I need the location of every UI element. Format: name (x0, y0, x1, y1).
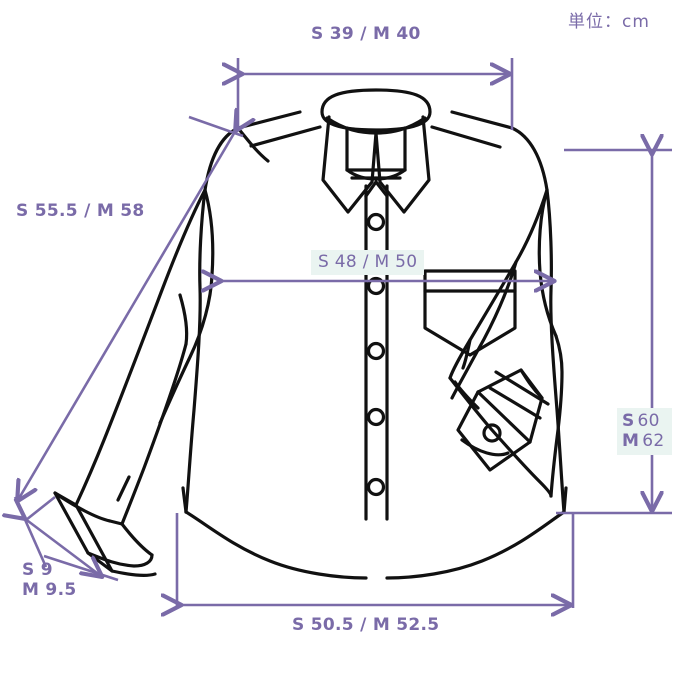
sleeve-length-label: S 55.5 / M 58 (16, 201, 145, 221)
right-yoke-line (430, 125, 502, 149)
button-1 (366, 212, 386, 232)
button-4 (366, 407, 386, 427)
cuff-width-label: S 9 M 9.5 (22, 560, 76, 600)
cuff-tick-a (43, 554, 119, 582)
left-underarm (178, 293, 189, 346)
right-armhole (537, 188, 558, 338)
left-cuff-placket-tick (116, 475, 131, 502)
neck-inner-rect (345, 126, 407, 172)
body-length-s-value: 60 (637, 411, 660, 431)
right-shoulder-line (450, 110, 514, 130)
right-cuff-placket-a (494, 370, 550, 406)
cuff-width-line-s: S 9 (22, 560, 53, 580)
right-cuff-inner-curve (460, 438, 510, 457)
cuff-tick-b (25, 495, 56, 522)
measurement-lines-group (15, 58, 672, 608)
right-sleeve-fold-top (448, 188, 549, 380)
right-cuff-placket-b (488, 386, 542, 420)
body-length-s-prefix: S (622, 411, 635, 431)
right-cuff-top-edge (519, 368, 544, 400)
placket-v-right (374, 180, 389, 198)
collar-leaf-right (374, 115, 431, 214)
right-cuff-button (482, 423, 502, 443)
shirt-outline-group (53, 88, 568, 580)
right-sleeve-outer (549, 334, 564, 498)
button-5 (366, 477, 386, 497)
placket-v-left (364, 180, 378, 198)
body-length-m-prefix: M (622, 431, 640, 452)
hem-width-label: S 50.5 / M 52.5 (292, 615, 440, 635)
shoulder-width-label: S 39 / M 40 (311, 24, 421, 44)
hem-right (385, 510, 566, 580)
right-hem-corner (562, 486, 568, 514)
sleeve-top-tick (188, 115, 244, 138)
cuff-dimension-arrow (24, 518, 101, 576)
hem-left (184, 510, 368, 580)
right-cuff-fold-line (476, 390, 532, 444)
unit-note: 単位：cm (568, 12, 650, 32)
left-armhole (158, 188, 215, 425)
left-body-side (184, 126, 240, 514)
right-sleeve-crease-b (453, 380, 480, 410)
left-shoulder-line (236, 110, 302, 130)
left-hem-corner (181, 486, 188, 514)
left-cuff-right (120, 522, 154, 557)
body-length-m-value: 62 (642, 431, 665, 452)
left-cuff-edge (110, 569, 157, 578)
button-3 (366, 341, 386, 361)
sleeve-dimension-arrow (18, 130, 236, 500)
chest-width-label: S 48 / M 50 (311, 250, 425, 276)
left-yoke-line (249, 125, 322, 148)
collar-leaf-left (321, 115, 378, 214)
neck-inner-curve (345, 168, 407, 181)
cuff-width-line-m: M 9.5 (22, 580, 77, 601)
